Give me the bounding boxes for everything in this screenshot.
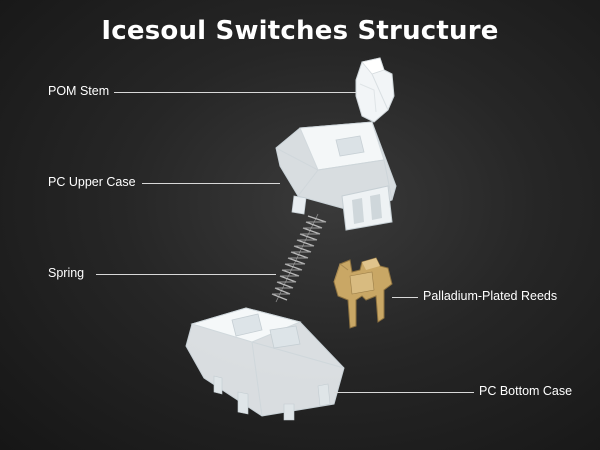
leader-line-palladium-plated-reeds <box>392 297 418 298</box>
spring-part <box>271 213 327 303</box>
leader-line-pom-stem <box>114 92 356 93</box>
pc-bottom-case-part <box>185 307 345 421</box>
label-pom-stem: POM Stem <box>48 84 110 98</box>
pc-upper-case-part <box>275 121 397 231</box>
label-spring: Spring <box>48 266 85 280</box>
palladium-plated-reeds-part <box>333 257 393 329</box>
leader-line-spring <box>96 274 276 275</box>
leader-line-pc-bottom-case <box>334 392 474 393</box>
pom-stem-part <box>355 57 395 123</box>
leader-line-pc-upper-case <box>142 183 280 184</box>
diagram-title: Icesoul Switches Structure <box>101 16 499 46</box>
label-pc-upper-case: PC Upper Case <box>48 175 136 189</box>
label-pc-bottom-case: PC Bottom Case <box>479 384 573 398</box>
label-palladium-plated-reeds: Palladium-Plated Reeds <box>423 289 558 303</box>
